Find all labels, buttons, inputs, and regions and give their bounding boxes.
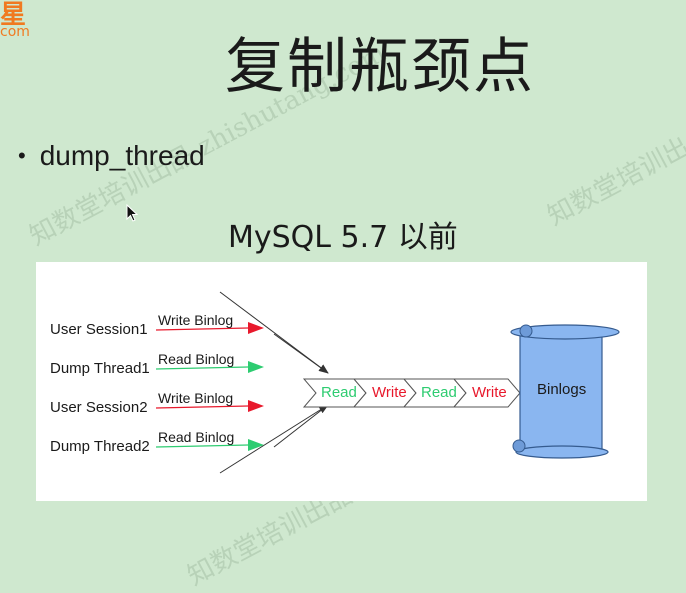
write-arrow-line xyxy=(155,327,249,331)
binlogs-label: Binlogs xyxy=(537,381,587,398)
read-arrow-head xyxy=(248,361,264,373)
binlog-diagram: User Session1 Write Binlog Dump Thread1 … xyxy=(36,262,647,501)
arrow-label: Read Binlog xyxy=(158,351,235,367)
convergence-line xyxy=(273,333,329,374)
bullet-text: dump_thread xyxy=(39,140,205,171)
read-arrow-line xyxy=(155,444,249,448)
mouse-cursor-icon xyxy=(126,204,139,222)
slide-subtitle: MySQL 5.7 以前 xyxy=(228,220,458,255)
pipeline-step-label: Write xyxy=(472,384,507,401)
slide-title: 复制瓶颈点 xyxy=(225,32,535,102)
arrow-label: Write Binlog xyxy=(158,312,234,328)
read-arrow-head xyxy=(248,439,264,451)
pipeline-step xyxy=(452,378,521,408)
bullet-dot-icon: • xyxy=(18,143,26,168)
arrow-label: Write Binlog xyxy=(158,390,234,406)
brand-logo-domain: com xyxy=(0,24,30,40)
convergence-line xyxy=(219,404,329,474)
pipeline-step-label: Write xyxy=(372,384,407,401)
pipeline-step-label: Read xyxy=(321,384,357,401)
write-arrow-line xyxy=(155,405,249,409)
diagram-canvas xyxy=(155,291,620,474)
write-arrow-head xyxy=(248,322,264,334)
source-label: Dump Thread1 xyxy=(50,360,150,377)
pipeline-step-label: Read xyxy=(421,384,457,401)
read-arrow-line xyxy=(155,366,249,370)
brand-logo-mark: 星 xyxy=(0,0,27,30)
binlogs-scroll-icon xyxy=(510,324,620,459)
source-label: User Session1 xyxy=(50,321,148,338)
bullet-item: • dump_thread xyxy=(18,140,205,172)
write-arrow-head xyxy=(248,400,264,412)
source-label: Dump Thread2 xyxy=(50,438,150,455)
arrow-label: Read Binlog xyxy=(158,429,235,445)
watermark: 知数堂培训出品 zhishutang.com xyxy=(542,18,686,232)
source-label: User Session2 xyxy=(50,399,148,416)
convergence-line xyxy=(273,404,329,448)
